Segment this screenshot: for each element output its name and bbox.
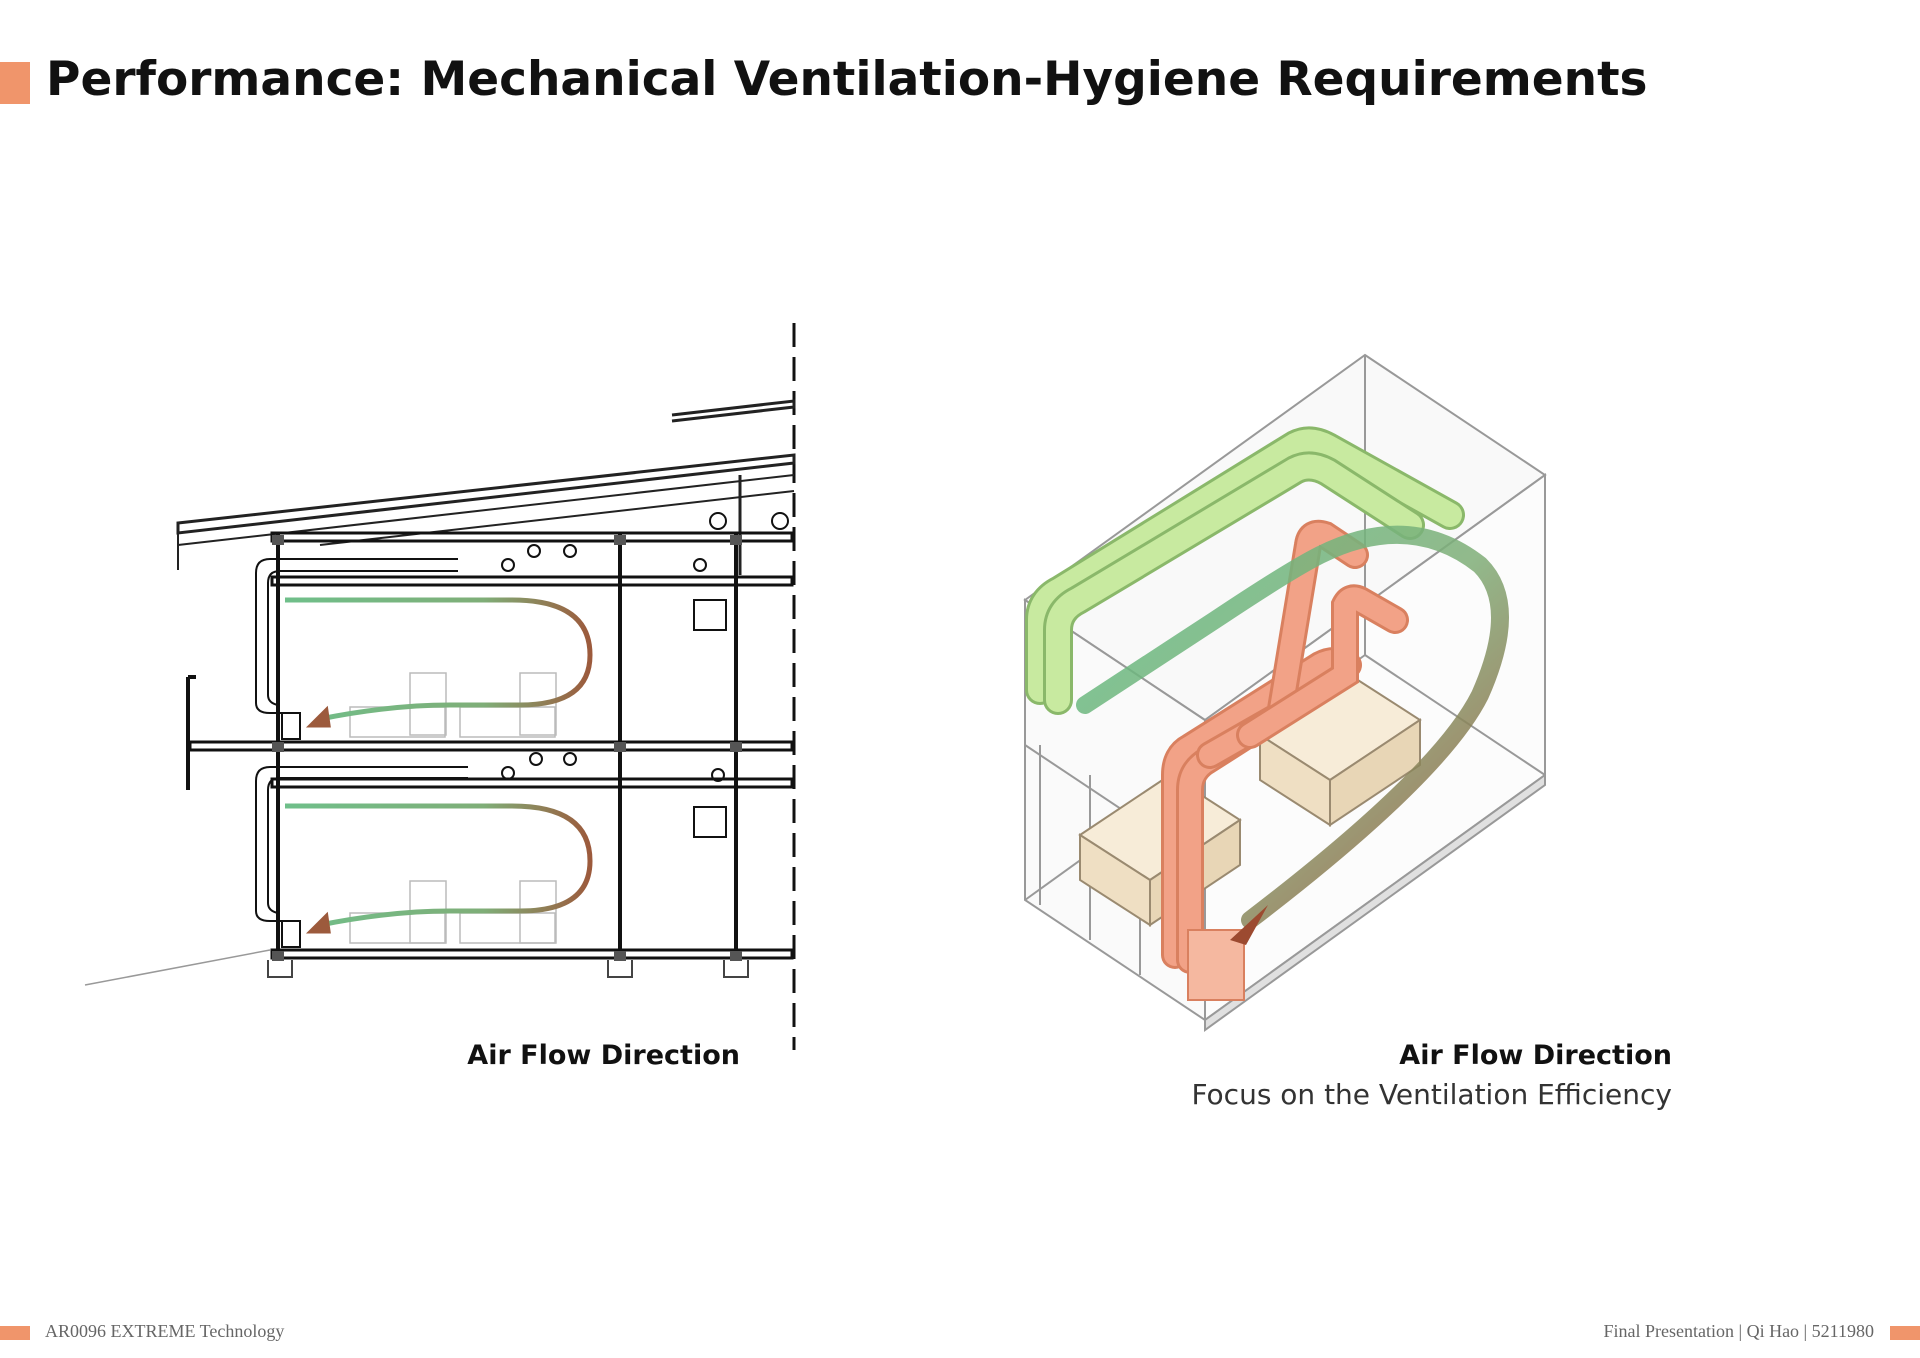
page-title: Performance: Mechanical Ventilation-Hygi… <box>46 52 1648 107</box>
roof <box>176 399 796 575</box>
right-subcaption: Focus on the Ventilation Efficiency <box>1191 1078 1672 1111</box>
columns <box>276 533 738 960</box>
footer-accent-right <box>1890 1326 1920 1340</box>
title-accent-bar <box>0 62 30 104</box>
footer-course: AR0096 EXTREME Technology <box>45 1321 285 1341</box>
left-caption: Air Flow Direction <box>467 1040 740 1071</box>
airflow-arrow-upper <box>285 597 593 728</box>
ductwork <box>255 512 789 948</box>
axonometric-ventilation-drawing <box>1023 353 1547 1032</box>
airflow-arrow-lower <box>285 803 593 934</box>
footer-author: Final Presentation | Qi Hao | 5211980 <box>1603 1321 1874 1341</box>
building-section-drawing <box>84 323 796 1050</box>
extract-ducts <box>1161 519 1409 1001</box>
airflow-arrow <box>1076 525 1509 945</box>
footer-accent-left <box>0 1326 30 1340</box>
supply-ducts <box>1025 426 1465 715</box>
right-caption: Air Flow Direction <box>1399 1040 1672 1071</box>
